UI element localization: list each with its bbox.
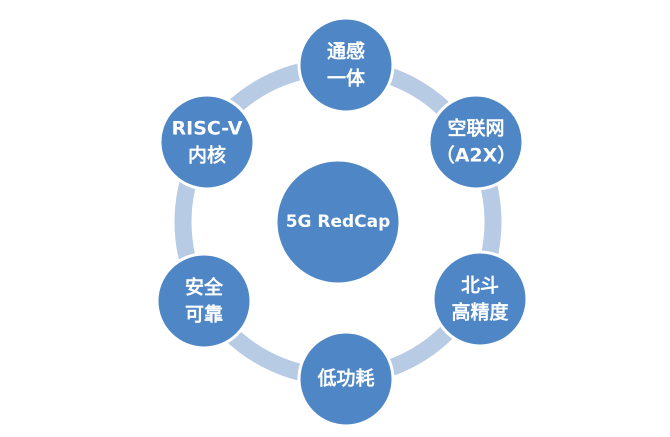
node-upper-right-line-1: 空联网 bbox=[447, 117, 504, 140]
node-bottom-line-1: 低功耗 bbox=[316, 367, 374, 390]
node-upper-left-line-2: 内核 bbox=[188, 144, 226, 167]
node-upper-right-line-2: （A2X） bbox=[436, 144, 517, 167]
node-lower-left-circle bbox=[155, 252, 253, 350]
node-top-line-2: 一体 bbox=[327, 67, 366, 90]
node-upper-right-circle bbox=[427, 93, 525, 191]
node-lower-left-line-2: 可靠 bbox=[185, 304, 223, 326]
node-lower-left: 安全 可靠 bbox=[155, 252, 253, 350]
center-circle bbox=[274, 158, 402, 286]
node-top-line-1: 通感 bbox=[327, 40, 365, 63]
node-lower-right-circle bbox=[431, 250, 529, 348]
node-bottom: 低功耗 bbox=[297, 330, 395, 428]
center-label: 5G RedCap bbox=[286, 212, 391, 232]
node-upper-left-circle bbox=[158, 93, 256, 191]
node-lower-right: 北斗 高精度 bbox=[431, 250, 529, 348]
node-top: 通感 一体 bbox=[297, 16, 395, 114]
node-top-circle bbox=[297, 16, 395, 114]
node-upper-right: 空联网 （A2X） bbox=[427, 93, 525, 191]
node-bottom-circle bbox=[297, 330, 395, 428]
node-lower-right-line-1: 北斗 bbox=[461, 275, 499, 297]
node-lower-right-line-2: 高精度 bbox=[451, 301, 509, 324]
node-upper-left-line-1: RISC-V bbox=[172, 118, 243, 140]
node-lower-left-line-1: 安全 bbox=[185, 276, 224, 299]
node-upper-left: RISC-V 内核 bbox=[158, 93, 256, 191]
